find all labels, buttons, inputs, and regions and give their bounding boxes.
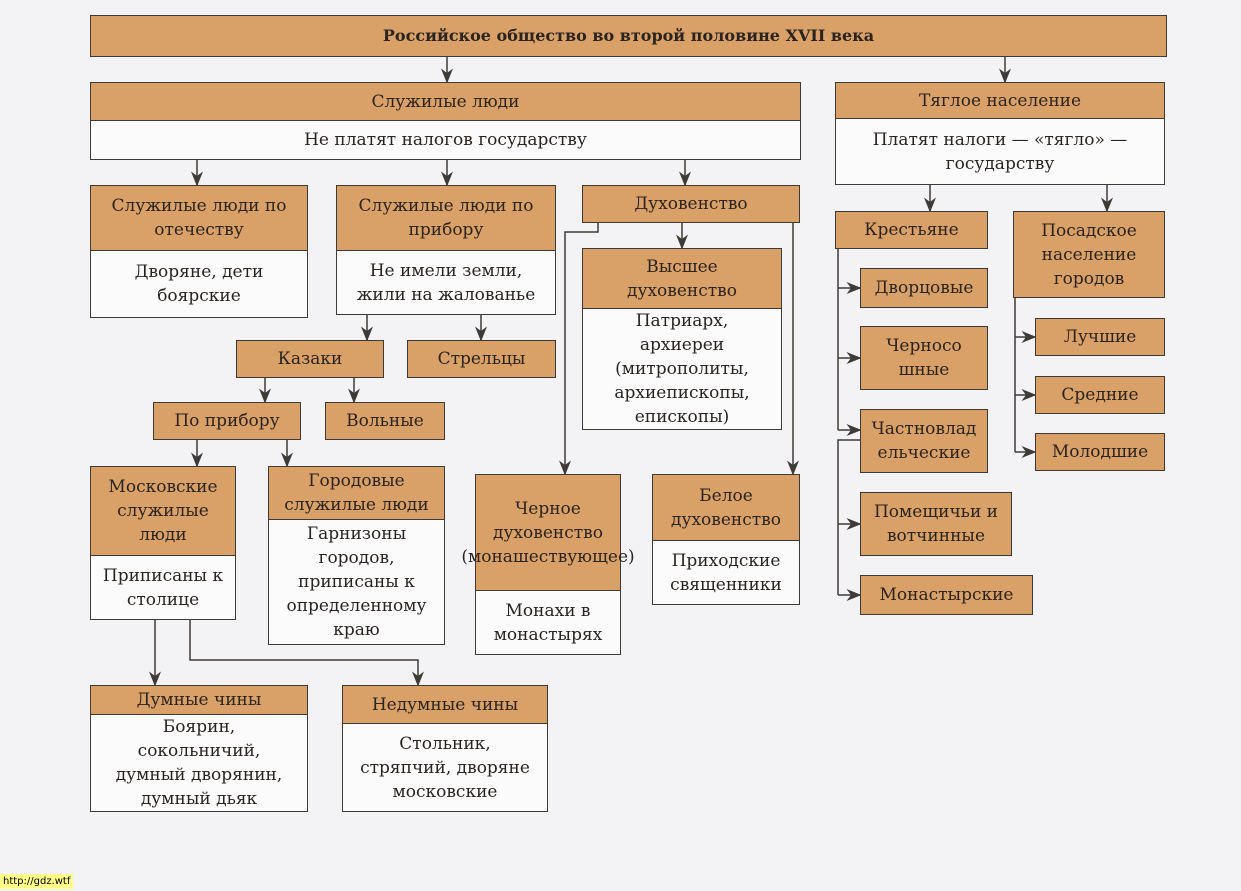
- streltsy-title: Стрельцы: [408, 341, 555, 377]
- younger-box: Молодшие: [1035, 433, 1165, 471]
- best-box: Лучшие: [1035, 318, 1165, 356]
- clergy-box: Духовенство: [582, 185, 800, 223]
- duma-title: Думные чины: [91, 686, 307, 715]
- younger-title: Молодшие: [1036, 434, 1164, 470]
- middle-title: Средние: [1036, 377, 1164, 413]
- free-box: Вольные: [325, 402, 445, 440]
- white-clergy-desc: Приходские священники: [670, 550, 782, 595]
- by-instrument-box: По прибору: [153, 402, 301, 440]
- serving-people-box: Служилые люди Не платят налогов государст…: [90, 82, 801, 160]
- instrument-box: Служилые люди по прибору Не имели земли, …: [336, 185, 556, 315]
- serving-desc: Не платят налогов государству: [304, 130, 587, 150]
- non-duma-title: Недумные чины: [343, 686, 547, 724]
- black-sown-title: Черносошные: [861, 327, 987, 389]
- town-title: Городовые служилые люди: [269, 467, 444, 520]
- palace-title: Дворцовые: [861, 269, 987, 307]
- black-clergy-desc: Монахи в монастырях: [493, 600, 603, 645]
- streltsy-box: Стрельцы: [407, 340, 556, 378]
- cossacks-box: Казаки: [236, 340, 384, 378]
- town-desc: Гарнизоны городов, приписаны к определен…: [286, 524, 427, 640]
- by-instrument-title: По прибору: [154, 403, 300, 439]
- middle-box: Средние: [1035, 376, 1165, 414]
- black-sown-box: Черносошные: [860, 326, 988, 390]
- fatherland-desc: Дворяне, дети боярские: [134, 262, 264, 306]
- cossacks-title: Казаки: [237, 341, 383, 377]
- palace-box: Дворцовые: [860, 268, 988, 308]
- high-clergy-title: Высшее духовенство: [583, 249, 781, 309]
- best-title: Лучшие: [1036, 319, 1164, 355]
- black-clergy-title: Черное духовенство (монашествующее): [461, 475, 635, 591]
- high-clergy-desc: Патриарх, архиереи (митрополиты, архиепи…: [614, 311, 750, 427]
- private-title: Частновладельческие: [861, 410, 987, 472]
- duma-desc: Боярин, сокольничий, думный дворянин, ду…: [115, 717, 283, 809]
- taxed-title: Тяглое население: [836, 83, 1164, 119]
- white-clergy-title: Белое духовенство: [653, 475, 799, 541]
- peasants-title: Крестьяне: [836, 212, 987, 248]
- private-box: Частновладельческие: [860, 409, 988, 473]
- taxed-desc: Платят налоги — «тягло» — государству: [872, 129, 1128, 174]
- moscow-desc: Приписаны к столице: [102, 565, 224, 610]
- monastery-title: Монастырские: [861, 576, 1032, 614]
- serving-title: Служилые люди: [91, 83, 800, 121]
- fatherland-title: Служилые люди по отечеству: [91, 186, 307, 251]
- clergy-title: Духовенство: [583, 186, 799, 222]
- black-clergy-box: Черное духовенство (монашествующее) Монах…: [461, 474, 635, 655]
- instrument-title: Служилые люди по прибору: [337, 186, 555, 251]
- peasants-box: Крестьяне: [835, 211, 988, 249]
- posad-box: Посадское население городов: [1013, 211, 1165, 298]
- non-duma-desc: Стольник, стряпчий, дворяне московские: [360, 733, 530, 802]
- posad-title: Посадское население городов: [1014, 212, 1164, 297]
- moscow-title: Московские служилые люди: [91, 467, 235, 556]
- landlord-box: Помещичьи и вотчинные: [860, 492, 1012, 556]
- free-title: Вольные: [326, 403, 444, 439]
- instrument-desc: Не имели земли, жили на жалованье: [356, 260, 536, 305]
- title-box: Российское общество во второй половине X…: [90, 15, 1167, 57]
- diagram-title: Российское общество во второй половине X…: [91, 16, 1166, 56]
- landlord-title: Помещичьи и вотчинные: [861, 493, 1011, 555]
- monastery-box: Монастырские: [860, 575, 1033, 615]
- footer-link[interactable]: http://gdz.wtf: [0, 874, 74, 889]
